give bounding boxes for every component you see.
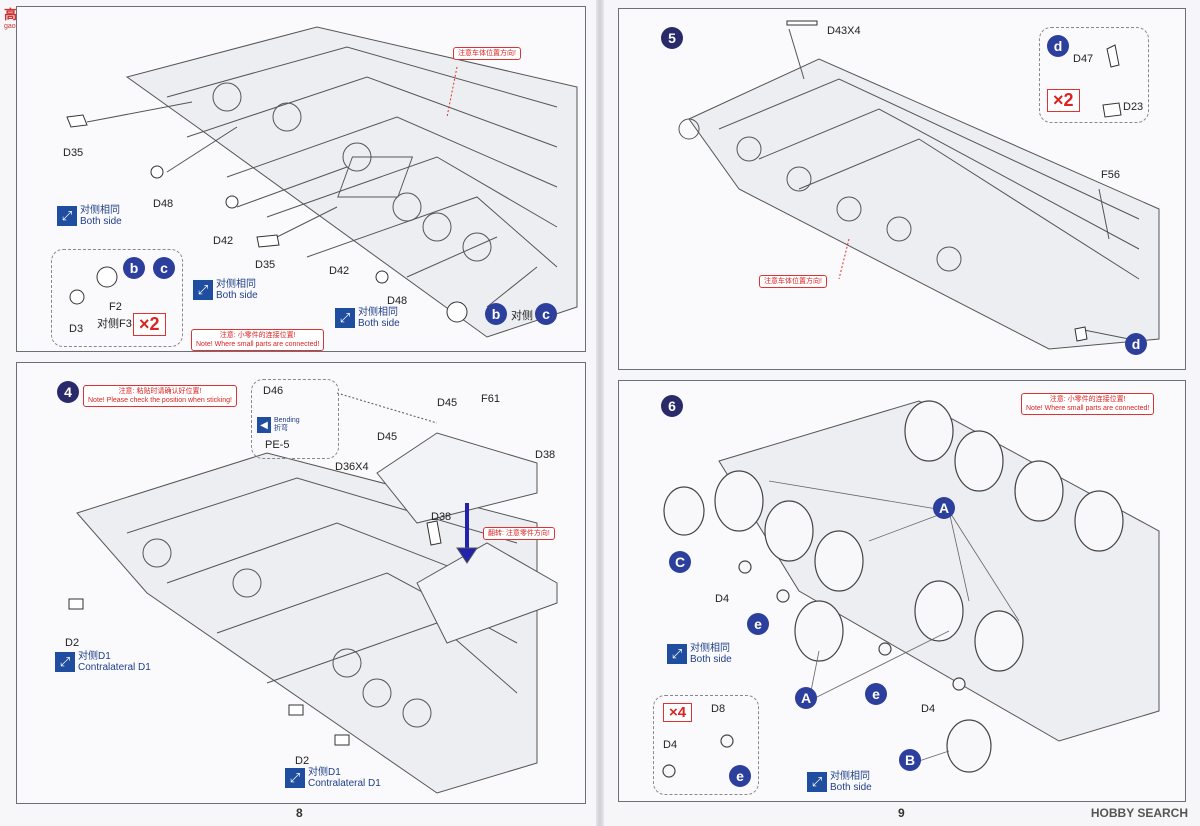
position-note: 注意: 粘贴时请确认好位置!Note! Please check the pos…: [83, 385, 237, 407]
detail-callout: [51, 249, 183, 347]
callout-a: A: [933, 497, 955, 519]
symmetric-arrow-icon: ⤢: [335, 308, 355, 328]
symmetric-arrow-icon: ⤢: [55, 652, 75, 672]
part-label: F61: [481, 393, 500, 405]
part-label: F2: [109, 301, 122, 313]
opposite-label: 对侧: [511, 310, 533, 322]
page-number-right: 9: [898, 806, 905, 820]
part-label: D42: [213, 235, 234, 247]
detail-marker-d: d: [1125, 333, 1147, 355]
bending-arrow-icon: ◀: [257, 417, 271, 433]
part-label: D42: [329, 265, 350, 277]
flip-note: 翻转: 注意零件方向!: [483, 527, 555, 540]
part-label: D8: [711, 703, 726, 715]
part-label: D47: [1073, 53, 1094, 65]
symmetric-arrow-icon: ⤢: [807, 772, 827, 792]
step-3-panel: D35 D48 D42 D35 D42 D48 F2 D3 对侧F3 ⤢ 对侧相…: [16, 6, 586, 352]
detail-marker-c: c: [535, 303, 557, 325]
part-label: D2: [65, 637, 80, 649]
symmetric-arrow-icon: ⤢: [285, 768, 305, 788]
detail-callout: [1039, 27, 1149, 123]
part-label: D23: [1123, 101, 1144, 113]
step-number: 5: [661, 27, 683, 49]
part-label: D38: [535, 449, 556, 461]
callout-e: e: [865, 683, 887, 705]
detail-callout: [653, 695, 759, 795]
callout-e: e: [747, 613, 769, 635]
part-label: D45: [437, 397, 458, 409]
part-label: D48: [153, 198, 174, 210]
part-label: D4: [921, 703, 936, 715]
part-label: D48: [387, 295, 408, 307]
small-parts-note: 注意: 小零件的连接位置!Note! Where small parts are…: [191, 329, 325, 351]
part-label: D4: [715, 593, 730, 605]
part-label: D36X4: [335, 461, 369, 473]
step-3-drawing: [66, 26, 578, 338]
part-label: D35: [63, 147, 84, 159]
part-label: D35: [255, 259, 276, 271]
symmetric-arrow-icon: ⤢: [667, 644, 687, 664]
callout-e: e: [729, 765, 751, 787]
quantity-multiplier: ×4: [663, 703, 693, 722]
detail-marker-b: b: [123, 257, 145, 279]
step-4-panel: 4 注意: 粘贴时请确认好位置!Note! Please check the p…: [16, 362, 586, 804]
contralateral-label: 对侧F3: [97, 318, 132, 330]
step-5-panel: 5 D43X4 F56 d D47 D23 ×2 注意车体位置方向! d: [618, 8, 1186, 370]
part-label: D45: [377, 431, 398, 443]
step-5-drawing: [678, 20, 1160, 350]
part-label: PE-5: [265, 439, 290, 451]
part-label: D38: [431, 511, 452, 523]
page-number-left: 8: [296, 806, 303, 820]
callout-a: A: [795, 687, 817, 709]
detail-marker-b: b: [485, 303, 507, 325]
step-number: 6: [661, 395, 683, 417]
symmetric-arrow-icon: ⤢: [57, 206, 77, 226]
part-label: D46: [263, 385, 284, 397]
small-parts-note: 注意: 小零件的连接位置!Note! Where small parts are…: [1021, 393, 1155, 415]
orientation-note: 注意车体位置方向!: [759, 275, 827, 288]
symmetric-arrow-icon: ⤢: [193, 280, 213, 300]
part-label: D3: [69, 323, 84, 335]
step-number: 4: [57, 381, 79, 403]
hobby-search-watermark: HOBBY SEARCH: [1090, 806, 1188, 820]
quantity-multiplier: ×2: [1047, 89, 1080, 112]
step-6-drawing: [662, 400, 1160, 778]
detail-marker-d: d: [1047, 35, 1069, 57]
step-6-panel: 6 注意: 小零件的连接位置!Note! Where small parts a…: [618, 380, 1186, 802]
book-spine: [596, 0, 604, 826]
callout-b: B: [899, 749, 921, 771]
part-label: D2: [295, 755, 310, 767]
callout-c: C: [669, 551, 691, 573]
part-label: F56: [1101, 169, 1120, 181]
detail-marker-c: c: [153, 257, 175, 279]
part-label: D43X4: [827, 25, 861, 37]
step-4-drawing: [68, 392, 558, 794]
orientation-note: 注意车体位置方向!: [453, 47, 521, 60]
part-label: D4: [663, 739, 678, 751]
quantity-multiplier: ×2: [133, 313, 166, 336]
bending-detail-callout: [251, 379, 339, 459]
